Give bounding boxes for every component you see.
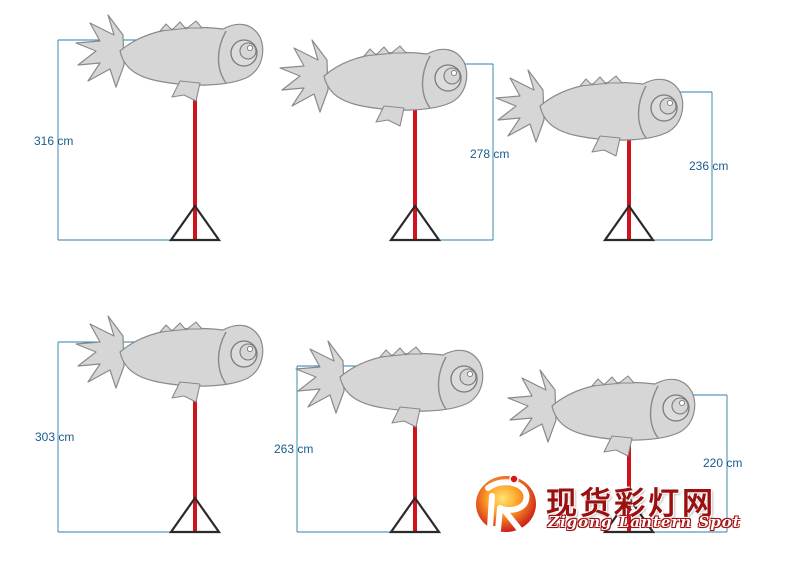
height-label: 303 cm: [35, 430, 74, 444]
fish-lantern: [279, 39, 468, 127]
watermark: 现货彩灯网 Zigong Lantern Spot: [468, 470, 748, 542]
watermark-title: 现货彩灯网: [546, 486, 716, 522]
tripod-stand: [168, 496, 222, 534]
fish-lantern-unit: 316 cm: [34, 14, 264, 242]
tripod-stand: [168, 204, 222, 242]
fish-lantern-unit: 220 cm: [507, 369, 742, 534]
height-label: 263 cm: [274, 442, 313, 456]
tripod-stand: [602, 204, 656, 242]
fish-lantern: [75, 14, 264, 102]
fish-lantern-unit: 263 cm: [274, 340, 484, 534]
fish-lantern-unit: 278 cm: [279, 39, 509, 242]
fish-lantern: [75, 315, 264, 403]
tripod-stand: [388, 496, 442, 534]
watermark-subtitle: Zigong Lantern Spot: [548, 513, 741, 531]
height-label: 236 cm: [689, 159, 728, 173]
height-label: 220 cm: [703, 456, 742, 470]
tripod-stand: [388, 204, 442, 242]
height-label: 316 cm: [34, 134, 73, 148]
fish-lantern: [495, 69, 684, 157]
tripod-stand: [602, 496, 656, 534]
fish-lantern: [507, 369, 696, 457]
fish-lantern-unit: 303 cm: [35, 315, 264, 534]
watermark-logo: [476, 474, 536, 533]
height-label: 278 cm: [470, 147, 509, 161]
fish-lantern-unit: 236 cm: [495, 69, 728, 242]
fish-lantern: [295, 340, 484, 428]
